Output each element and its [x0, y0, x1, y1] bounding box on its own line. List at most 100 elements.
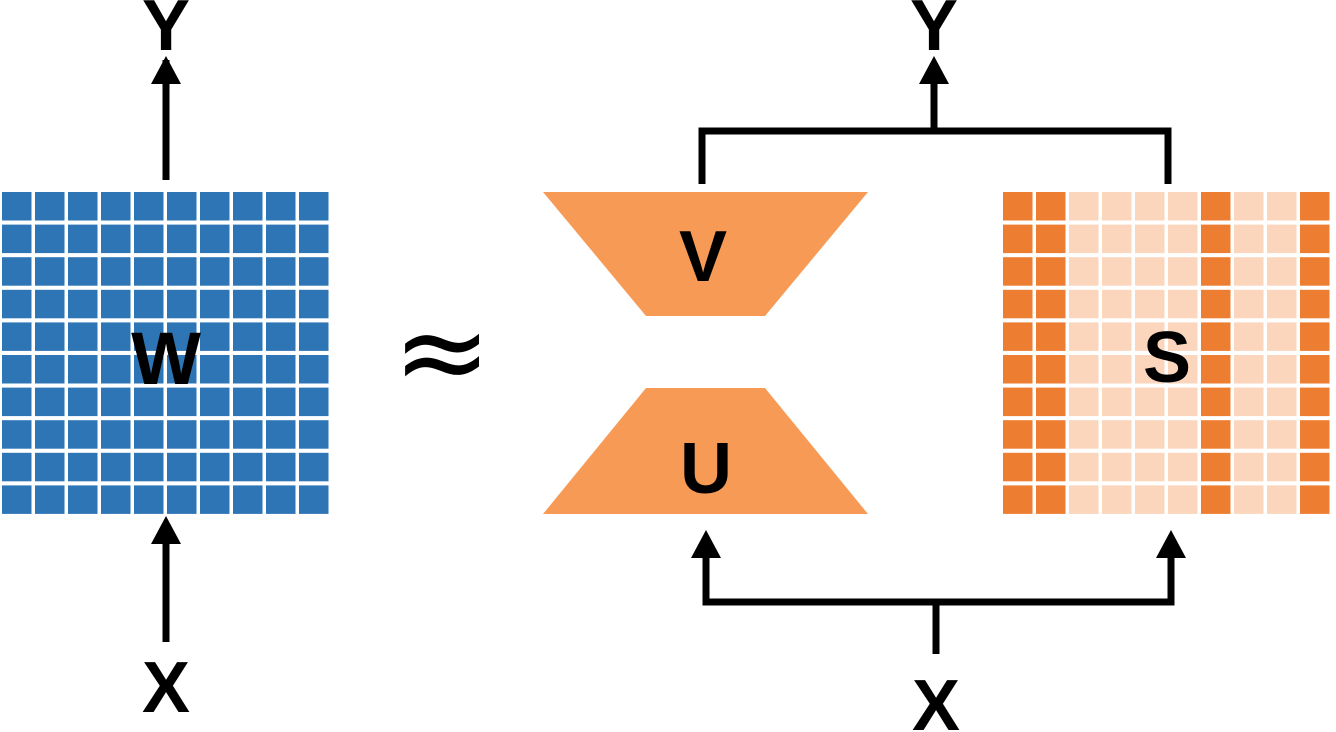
sparse-matrix-cell	[1300, 420, 1330, 449]
sparse-matrix-cell	[1102, 485, 1132, 514]
sparse-matrix-cell	[1267, 289, 1297, 319]
weight-matrix-cell	[68, 355, 98, 384]
weight-matrix-cell	[167, 224, 197, 254]
sparse-matrix-cell	[1300, 485, 1330, 514]
weight-matrix-w	[2, 192, 329, 514]
sparse-matrix-cell	[1102, 192, 1132, 221]
sparse-matrix-cell	[1201, 355, 1231, 384]
trapezoid-u-label: U	[680, 429, 732, 509]
sparse-matrix-cell	[1102, 224, 1132, 254]
weight-matrix-cell	[101, 289, 131, 319]
sparse-matrix-cell	[1267, 387, 1297, 417]
trapezoid-v	[543, 192, 868, 316]
weight-matrix-cell	[101, 485, 131, 514]
weight-matrix-cell	[167, 420, 197, 449]
weight-matrix-cell	[134, 355, 164, 384]
sparse-matrix-cell	[1036, 485, 1066, 514]
sparse-matrix-cell	[1003, 355, 1033, 384]
sparse-matrix-cell	[1036, 355, 1066, 384]
weight-matrix-cell	[101, 387, 131, 417]
sparse-matrix-cell	[1300, 452, 1330, 482]
sparse-matrix-cell	[1300, 289, 1330, 319]
weight-matrix-cell	[2, 485, 32, 514]
weight-matrix-cell	[299, 355, 329, 384]
weight-matrix-cell	[200, 192, 230, 221]
sparse-matrix-cell	[1102, 322, 1132, 351]
sparse-matrix-cell	[1003, 289, 1033, 319]
weight-matrix-cell	[35, 485, 65, 514]
weight-matrix-cell	[101, 192, 131, 221]
weight-matrix-cell	[233, 355, 263, 384]
weight-matrix-cell	[200, 452, 230, 482]
sparse-matrix-cell	[1102, 289, 1132, 319]
weight-matrix-cell	[167, 322, 197, 351]
weight-matrix-cell	[266, 420, 296, 449]
weight-matrix-cell	[299, 257, 329, 286]
sparse-matrix-cell	[1135, 420, 1165, 449]
weight-matrix-cell	[266, 257, 296, 286]
weight-matrix-cell	[266, 224, 296, 254]
weight-matrix-cell	[299, 420, 329, 449]
sparse-matrix-cell	[1036, 289, 1066, 319]
sparse-matrix-cell	[1036, 387, 1066, 417]
weight-matrix-cell	[2, 452, 32, 482]
weight-matrix-cell	[299, 485, 329, 514]
sparse-matrix-cell	[1300, 355, 1330, 384]
sparse-matrix-cell	[1201, 420, 1231, 449]
sparse-matrix-cell	[1267, 192, 1297, 221]
weight-matrix-cell	[266, 355, 296, 384]
weight-matrix-cell	[101, 322, 131, 351]
weight-matrix-cell	[2, 322, 32, 351]
weight-matrix-cell	[167, 452, 197, 482]
sparse-matrix-cell	[1102, 420, 1132, 449]
sparse-matrix-cell	[1234, 485, 1264, 514]
weight-matrix-cell	[134, 322, 164, 351]
sparse-matrix-cell	[1135, 322, 1165, 351]
weight-matrix-cell	[167, 387, 197, 417]
weight-matrix-cell	[101, 420, 131, 449]
sparse-matrix-cell	[1201, 192, 1231, 221]
weight-matrix-cell	[233, 192, 263, 221]
sparse-matrix-cell	[1102, 387, 1132, 417]
sparse-matrix-cell	[1234, 420, 1264, 449]
weight-matrix-cell	[134, 192, 164, 221]
weight-matrix-label: W	[131, 317, 201, 400]
sparse-matrix-cell	[1135, 387, 1165, 417]
weight-matrix-cell	[266, 289, 296, 319]
sparse-matrix-cell	[1135, 257, 1165, 286]
sparse-matrix-cell	[1069, 257, 1099, 286]
weight-matrix-cell	[233, 452, 263, 482]
right-output-arrowhead	[919, 56, 949, 84]
weight-matrix-cell	[167, 485, 197, 514]
sparse-matrix-cell	[1267, 355, 1297, 384]
weight-matrix-cell	[68, 452, 98, 482]
weight-matrix-cell	[167, 257, 197, 286]
sparse-matrix-cell	[1069, 420, 1099, 449]
sparse-matrix-cell	[1003, 322, 1033, 351]
weight-matrix-cell	[68, 420, 98, 449]
sparse-matrix-cell	[1135, 289, 1165, 319]
sparse-matrix-cell	[1201, 257, 1231, 286]
weight-matrix-cell	[233, 485, 263, 514]
weight-matrix-cell	[68, 192, 98, 221]
sparse-matrix-cell	[1069, 355, 1099, 384]
left-input-label: X	[142, 648, 190, 728]
weight-matrix-cell	[299, 224, 329, 254]
sparse-matrix-cell	[1135, 485, 1165, 514]
sparse-matrix-cell	[1267, 322, 1297, 351]
trapezoid-u	[543, 388, 868, 514]
sparse-matrix-cell	[1234, 452, 1264, 482]
weight-matrix-cell	[134, 452, 164, 482]
weight-matrix-cell	[266, 192, 296, 221]
weight-matrix-cell	[2, 355, 32, 384]
sparse-matrix-cell	[1102, 355, 1132, 384]
sparse-matrix-cell	[1036, 192, 1066, 221]
sparse-matrix-cell	[1168, 322, 1198, 351]
trapezoid-v-label: V	[679, 217, 727, 297]
sparse-matrix-cell	[1201, 387, 1231, 417]
left-input-arrowhead	[151, 516, 181, 544]
sparse-matrix-cell	[1267, 420, 1297, 449]
sparse-matrix-cell	[1069, 224, 1099, 254]
sparse-matrix-cell	[1003, 387, 1033, 417]
